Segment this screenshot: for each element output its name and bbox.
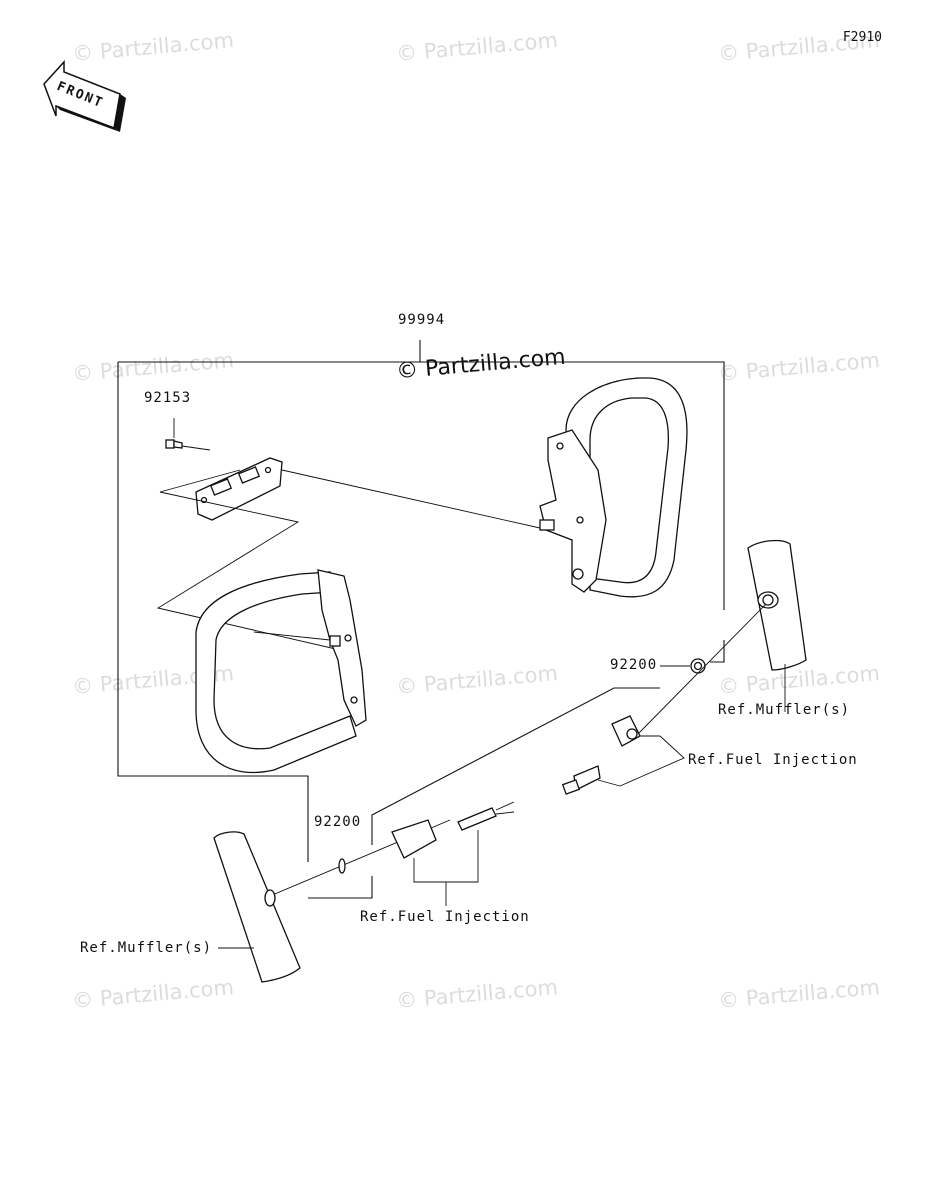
gasket-92200-left [338,858,346,874]
callout-92200-right: 92200 [610,657,658,673]
ref-fuel-injection-left: Ref.Fuel Injection [360,909,530,925]
right-muffler [747,539,807,712]
left-sensor-assembly [269,801,515,906]
ref-fuel-injection-right: Ref.Fuel Injection [688,752,858,768]
callout-92200-left: 92200 [314,814,362,830]
callout-99994: 99994 [398,312,446,328]
ref-muffler-left: Ref.Muffler(s) [80,940,213,956]
gasket-92200-right [660,658,706,674]
ref-muffler-right: Ref.Muffler(s) [718,702,851,718]
left-muffler [213,831,301,983]
right-engine-guard [539,377,688,598]
mounting-plate [156,457,541,651]
figure-code: F2910 [842,30,882,45]
right-sensor-assembly [561,603,767,795]
callout-92153: 92153 [144,390,192,406]
kit-outline [117,340,725,899]
bolt-92153 [165,418,211,451]
front-arrow-icon: FRONT [43,60,126,132]
left-engine-guard [195,569,367,774]
